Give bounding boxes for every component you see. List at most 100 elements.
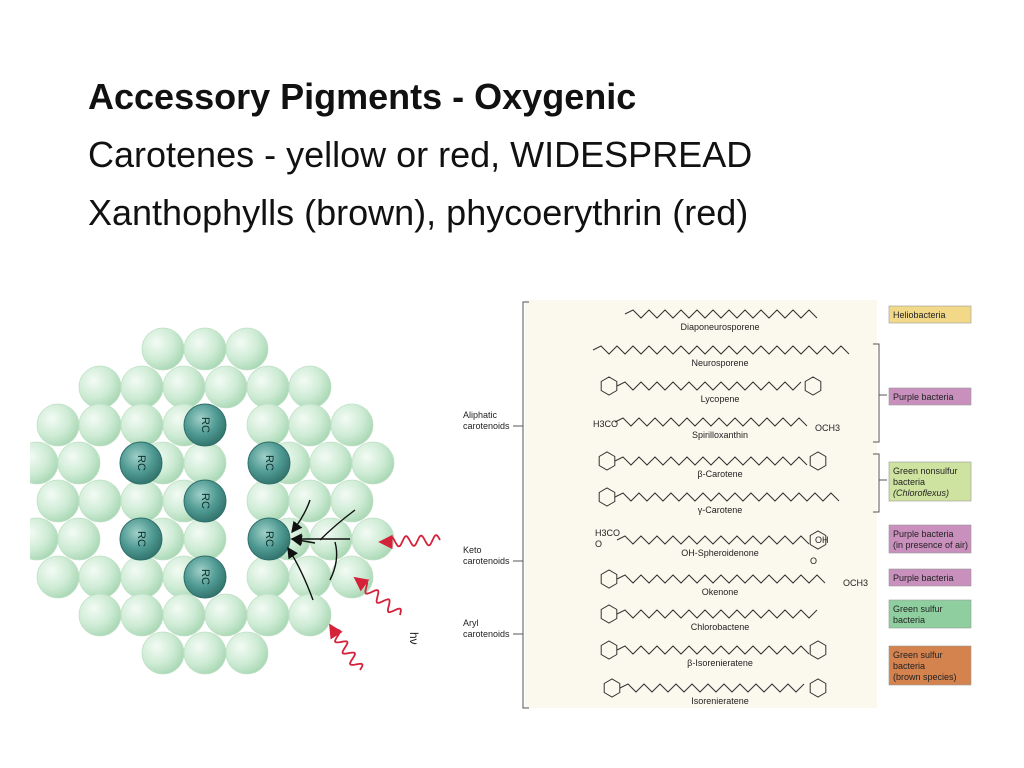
carotenoid-end-ring [809, 678, 827, 698]
carotenoid-chain [616, 535, 810, 545]
antenna-pigment-sphere [330, 479, 374, 523]
antenna-pigment-sphere [225, 327, 269, 371]
aliphatic-group-label: Aliphatic carotenoids [463, 410, 523, 431]
reaction-center: RC [247, 441, 291, 485]
antenna-pigment-sphere [120, 479, 164, 523]
rc-label: RC [135, 455, 147, 471]
carotenoid-end-ring [809, 640, 827, 660]
incoming-light-arrows [329, 534, 441, 671]
organism-label: Purple bacteria [888, 387, 972, 406]
carotenoid-structures-figure: Aliphatic carotenoids Keto carotenoids A… [463, 300, 972, 709]
compound-name: Spirilloxanthin [692, 430, 748, 440]
antenna-pigment-sphere [246, 403, 290, 447]
spirilloxanthin-h3co: H3CO [593, 419, 618, 429]
compound-name: β-Carotene [697, 469, 742, 479]
antenna-pigment-sphere [288, 403, 332, 447]
energy-transfer-arrow [319, 509, 356, 541]
antenna-pigment-sphere [30, 441, 59, 485]
aliphatic-label-line1: Aliphatic [463, 410, 498, 420]
carotenoid-chain [616, 645, 810, 655]
compound-name: γ-Carotene [698, 505, 743, 515]
antenna-pigment-sphere [246, 479, 290, 523]
carotenoid-end-ring [804, 376, 822, 396]
compound-name: Lycopene [701, 394, 740, 404]
bullet-carotenes: Carotenes - yellow or red, WIDESPREAD [88, 134, 753, 175]
antenna-pigment-sphere [57, 441, 101, 485]
organism-label-text: Green sulfur [893, 650, 943, 660]
antenna-pigment-sphere [78, 479, 122, 523]
antenna-pigment-sphere [120, 365, 164, 409]
reaction-center: RC [183, 555, 227, 599]
compound-names: DiaponeurosporeneNeurosporeneLycopeneSpi… [680, 322, 759, 706]
rc-label: RC [263, 455, 275, 471]
antenna-pigment-sphere [204, 365, 248, 409]
organism-brackets [873, 343, 887, 513]
compound-name: Diaponeurosporene [680, 322, 759, 332]
carotenoid-end-ring [809, 451, 827, 471]
organism-label-box [888, 524, 972, 554]
carotenoid-end-ring [600, 569, 618, 589]
carotenoid-chain [616, 574, 826, 584]
carotenoid-end-ring [598, 487, 616, 507]
antenna-pigment-sphere [330, 555, 374, 599]
organism-label: Heliobacteria [888, 305, 972, 324]
organism-label-text: Purple bacteria [893, 573, 954, 583]
antenna-pigment-sphere [246, 555, 290, 599]
aryl-label-line1: Aryl [463, 618, 479, 628]
antenna-pigment-sphere [162, 593, 206, 637]
organism-label-text: Green sulfur [893, 604, 943, 614]
carotenoid-chain [616, 609, 818, 619]
carotenoid-end-ring [600, 604, 618, 624]
energy-transfer-arrows [287, 499, 356, 601]
organism-label: Purple bacteria [888, 568, 972, 587]
organism-label-text: (in presence of air) [893, 540, 968, 550]
antenna-pigment-sphere [120, 403, 164, 447]
antenna-pigment-sphere [78, 403, 122, 447]
compound-name: Isorenieratene [691, 696, 749, 706]
antenna-pigment-sphere [288, 365, 332, 409]
organism-label-text: (Chloroflexus) [893, 488, 949, 498]
antenna-pigment-sphere [246, 593, 290, 637]
antenna-pigment-sphere [330, 403, 374, 447]
reaction-center: RC [247, 517, 291, 561]
organism-label-box [888, 645, 972, 686]
aliphatic-label-line2: carotenoids [463, 421, 510, 431]
antenna-pigment-sphere [78, 593, 122, 637]
reaction-center: RC [183, 479, 227, 523]
antenna-pigment-sphere [57, 517, 101, 561]
energy-transfer-arrow [291, 499, 311, 534]
carotenoid-end-ring [600, 640, 618, 660]
light-photon-arrow [378, 534, 441, 550]
bullet-xanthophylls: Xanthophylls (brown), phycoerythrin (red… [88, 192, 749, 233]
carotenoid-end-ring [809, 530, 827, 550]
carotenoid-chain [619, 683, 805, 693]
carotenoid-chains [592, 309, 850, 698]
carotenoid-end-ring [598, 451, 616, 471]
antenna-pigment-sphere [120, 555, 164, 599]
carotenoid-chain [614, 492, 840, 502]
rc-label: RC [135, 531, 147, 547]
rc-label: RC [199, 493, 211, 509]
antenna-pigment-sphere [246, 365, 290, 409]
carotenoid-chain [614, 456, 808, 466]
antenna-pigment-sphere [78, 555, 122, 599]
reaction-center: RC [119, 517, 163, 561]
antenna-pigment-sphere [36, 479, 80, 523]
compound-name: β-Isorenieratene [687, 658, 753, 668]
compound-name: Neurosporene [691, 358, 748, 368]
aryl-group-label: Aryl carotenoids [463, 618, 523, 639]
spheroidenone-o: O [595, 539, 602, 549]
group-bracket [522, 301, 529, 709]
antenna-pigment-sphere [288, 593, 332, 637]
rc-label: RC [263, 531, 275, 547]
antenna-pigment-sphere [351, 441, 395, 485]
okenone-o: O [810, 556, 817, 566]
organism-label-box [888, 305, 972, 324]
compound-name: Chlorobactene [691, 622, 750, 632]
compound-name: Okenone [702, 587, 739, 597]
antenna-pigment-sphere [183, 441, 227, 485]
light-photon-arrow [353, 576, 402, 616]
antenna-pigment-sphere [141, 631, 185, 675]
hv-label: hν [407, 632, 421, 645]
